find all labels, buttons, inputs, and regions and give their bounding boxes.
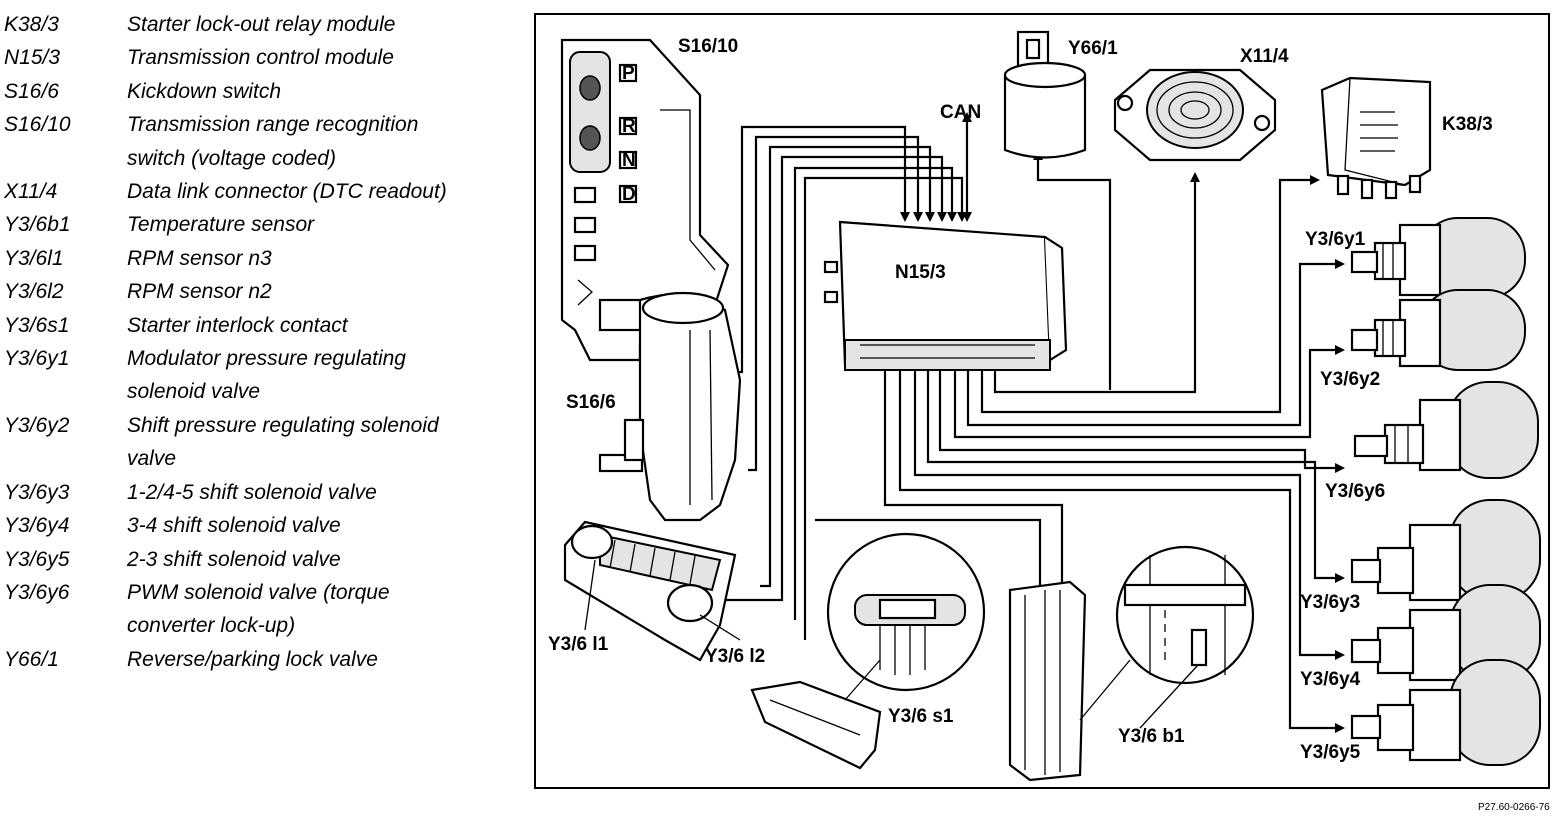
label-y3-6y6-upper: Y3/6y6	[1325, 481, 1385, 502]
legend-row-continuation: switch (voltage coded)	[4, 142, 524, 175]
solenoid-valve-y2	[1350, 289, 1526, 371]
legend-description: Reverse/parking lock valve	[127, 647, 378, 671]
legend-description: converter lock-up)	[127, 614, 296, 638]
legend-row: Y3/6y3 1-2/4-5 shift solenoid valve	[4, 476, 524, 509]
figure-code: P27.60-0266-76	[1478, 802, 1550, 813]
legend-code: Y3/6l1	[4, 246, 64, 270]
legend-description: Starter lock-out relay module	[127, 13, 396, 36]
solenoid-valve-y3	[1350, 499, 1541, 602]
legend-code: Y3/6y1	[4, 347, 70, 371]
label-y3-6l1: Y3/6 l1	[548, 634, 609, 655]
label-y3-6y2: Y3/6y2	[1320, 369, 1380, 390]
selector-letter-d: D	[622, 184, 636, 205]
legend-row: Y3/6y2 Shift pressure regulating solenoid	[4, 409, 524, 442]
legend-row-continuation: converter lock-up)	[4, 609, 524, 642]
legend-code: Y3/6y5	[4, 547, 70, 571]
legend-row-continuation: solenoid valve	[4, 375, 524, 408]
selector-letter-n: N	[622, 150, 636, 171]
label-x11-4: X11/4	[1240, 46, 1289, 67]
k38-3-relay	[1320, 76, 1432, 200]
label-can: CAN	[940, 102, 981, 123]
legend-code: K38/3	[4, 13, 59, 36]
legend-row: X11/4 Data link connector (DTC readout)	[4, 175, 524, 208]
legend-description: 2-3 shift solenoid valve	[127, 547, 341, 571]
legend-description: Starter interlock contact	[127, 313, 348, 337]
legend-description: switch (voltage coded)	[127, 146, 336, 170]
legend-code: Y3/6y3	[4, 480, 70, 504]
label-s16-6: S16/6	[566, 392, 616, 413]
solenoid-valve-y6-upper	[1353, 381, 1539, 479]
s16-6-kickdown-switch	[598, 291, 742, 522]
y66-1-valve	[1003, 30, 1087, 159]
legend-row: K38/3 Starter lock-out relay module	[4, 8, 524, 41]
legend-row: S16/6 Kickdown switch	[4, 75, 524, 108]
legend-description: RPM sensor n2	[127, 280, 272, 304]
label-y3-6y3: Y3/6y3	[1300, 592, 1360, 613]
legend-description: Transmission control module	[127, 46, 394, 70]
diagram-frame	[534, 13, 1550, 789]
rpm-sensor-assembly	[563, 520, 741, 662]
x11-4-connector	[1113, 68, 1277, 162]
solenoid-valve-y1	[1350, 217, 1526, 299]
label-y3-6y1: Y3/6y1	[1305, 229, 1366, 250]
y3-6b1-detail	[1079, 545, 1255, 729]
legend-description: PWM solenoid valve (torque	[127, 580, 390, 604]
legend-description: 3-4 shift solenoid valve	[127, 514, 341, 538]
legend-code: X11/4	[4, 180, 58, 204]
legend-description: valve	[127, 447, 177, 471]
legend-description: Kickdown switch	[127, 79, 282, 103]
legend-row: Y3/6l2 RPM sensor n2	[4, 275, 524, 308]
selector-letter-p: P	[622, 63, 635, 84]
label-y3-6l2: Y3/6 l2	[705, 646, 765, 667]
legend-description: 1-2/4-5 shift solenoid valve	[127, 480, 377, 504]
legend-row: Y3/6y6 PWM solenoid valve (torque	[4, 576, 524, 609]
legend-row: Y3/6y5 2-3 shift solenoid valve	[4, 543, 524, 576]
legend-code: N15/3	[4, 46, 61, 70]
label-y66-1: Y66/1	[1068, 38, 1118, 59]
legend-row: Y3/6y1 Modulator pressure regulating	[4, 342, 524, 375]
selector-letter-r: R	[622, 116, 636, 137]
label-y3-6s1: Y3/6 s1	[888, 706, 954, 727]
label-y3-6y5: Y3/6y5	[1300, 742, 1361, 763]
legend-description: Shift pressure regulating solenoid	[127, 413, 439, 437]
legend-code: S16/10	[4, 113, 71, 137]
legend-code: Y3/6s1	[4, 313, 70, 337]
legend-row: Y66/1 Reverse/parking lock valve	[4, 643, 524, 676]
legend-code: Y66/1	[4, 647, 59, 671]
legend-row-continuation: valve	[4, 442, 524, 475]
label-n15-3: N15/3	[895, 262, 946, 283]
legend-row: Y3/6s1 Starter interlock contact	[4, 309, 524, 342]
legend-code: Y3/6y2	[4, 413, 70, 437]
label-y3-6b1: Y3/6 b1	[1118, 726, 1185, 747]
legend-code: Y3/6y4	[4, 514, 70, 538]
legend-description: solenoid valve	[127, 380, 261, 404]
legend-description: RPM sensor n3	[127, 246, 272, 270]
legend-description: Transmission range recognition	[127, 113, 419, 137]
label-k38-3: K38/3	[1442, 114, 1493, 135]
label-s16-10: S16/10	[678, 36, 738, 57]
valve-body-block	[1008, 580, 1087, 782]
legend-description: Temperature sensor	[127, 213, 315, 237]
s16-10-range-switch: P R N D	[560, 38, 730, 362]
wiring-harness	[712, 122, 1335, 730]
legend-code: Y3/6l2	[4, 280, 64, 304]
legend-row: S16/10 Transmission range recognition	[4, 108, 524, 141]
legend-row: Y3/6b1 Temperature sensor	[4, 208, 524, 241]
solenoid-valve-y5	[1350, 659, 1541, 766]
legend-description: Data link connector (DTC readout)	[127, 180, 447, 204]
y3-6s1-detail	[750, 532, 986, 770]
legend-row: Y3/6y4 3-4 shift solenoid valve	[4, 509, 524, 542]
legend-description: Modulator pressure regulating	[127, 347, 406, 371]
legend-row: N15/3 Transmission control module	[4, 41, 524, 74]
label-y3-6y4: Y3/6y4	[1300, 669, 1361, 690]
legend-row: Y3/6l1 RPM sensor n3	[4, 242, 524, 275]
n15-3-control-module	[823, 220, 1068, 371]
legend-code: Y3/6y6	[4, 580, 70, 604]
legend-code: Y3/6b1	[4, 213, 71, 237]
legend-code: S16/6	[4, 79, 59, 103]
